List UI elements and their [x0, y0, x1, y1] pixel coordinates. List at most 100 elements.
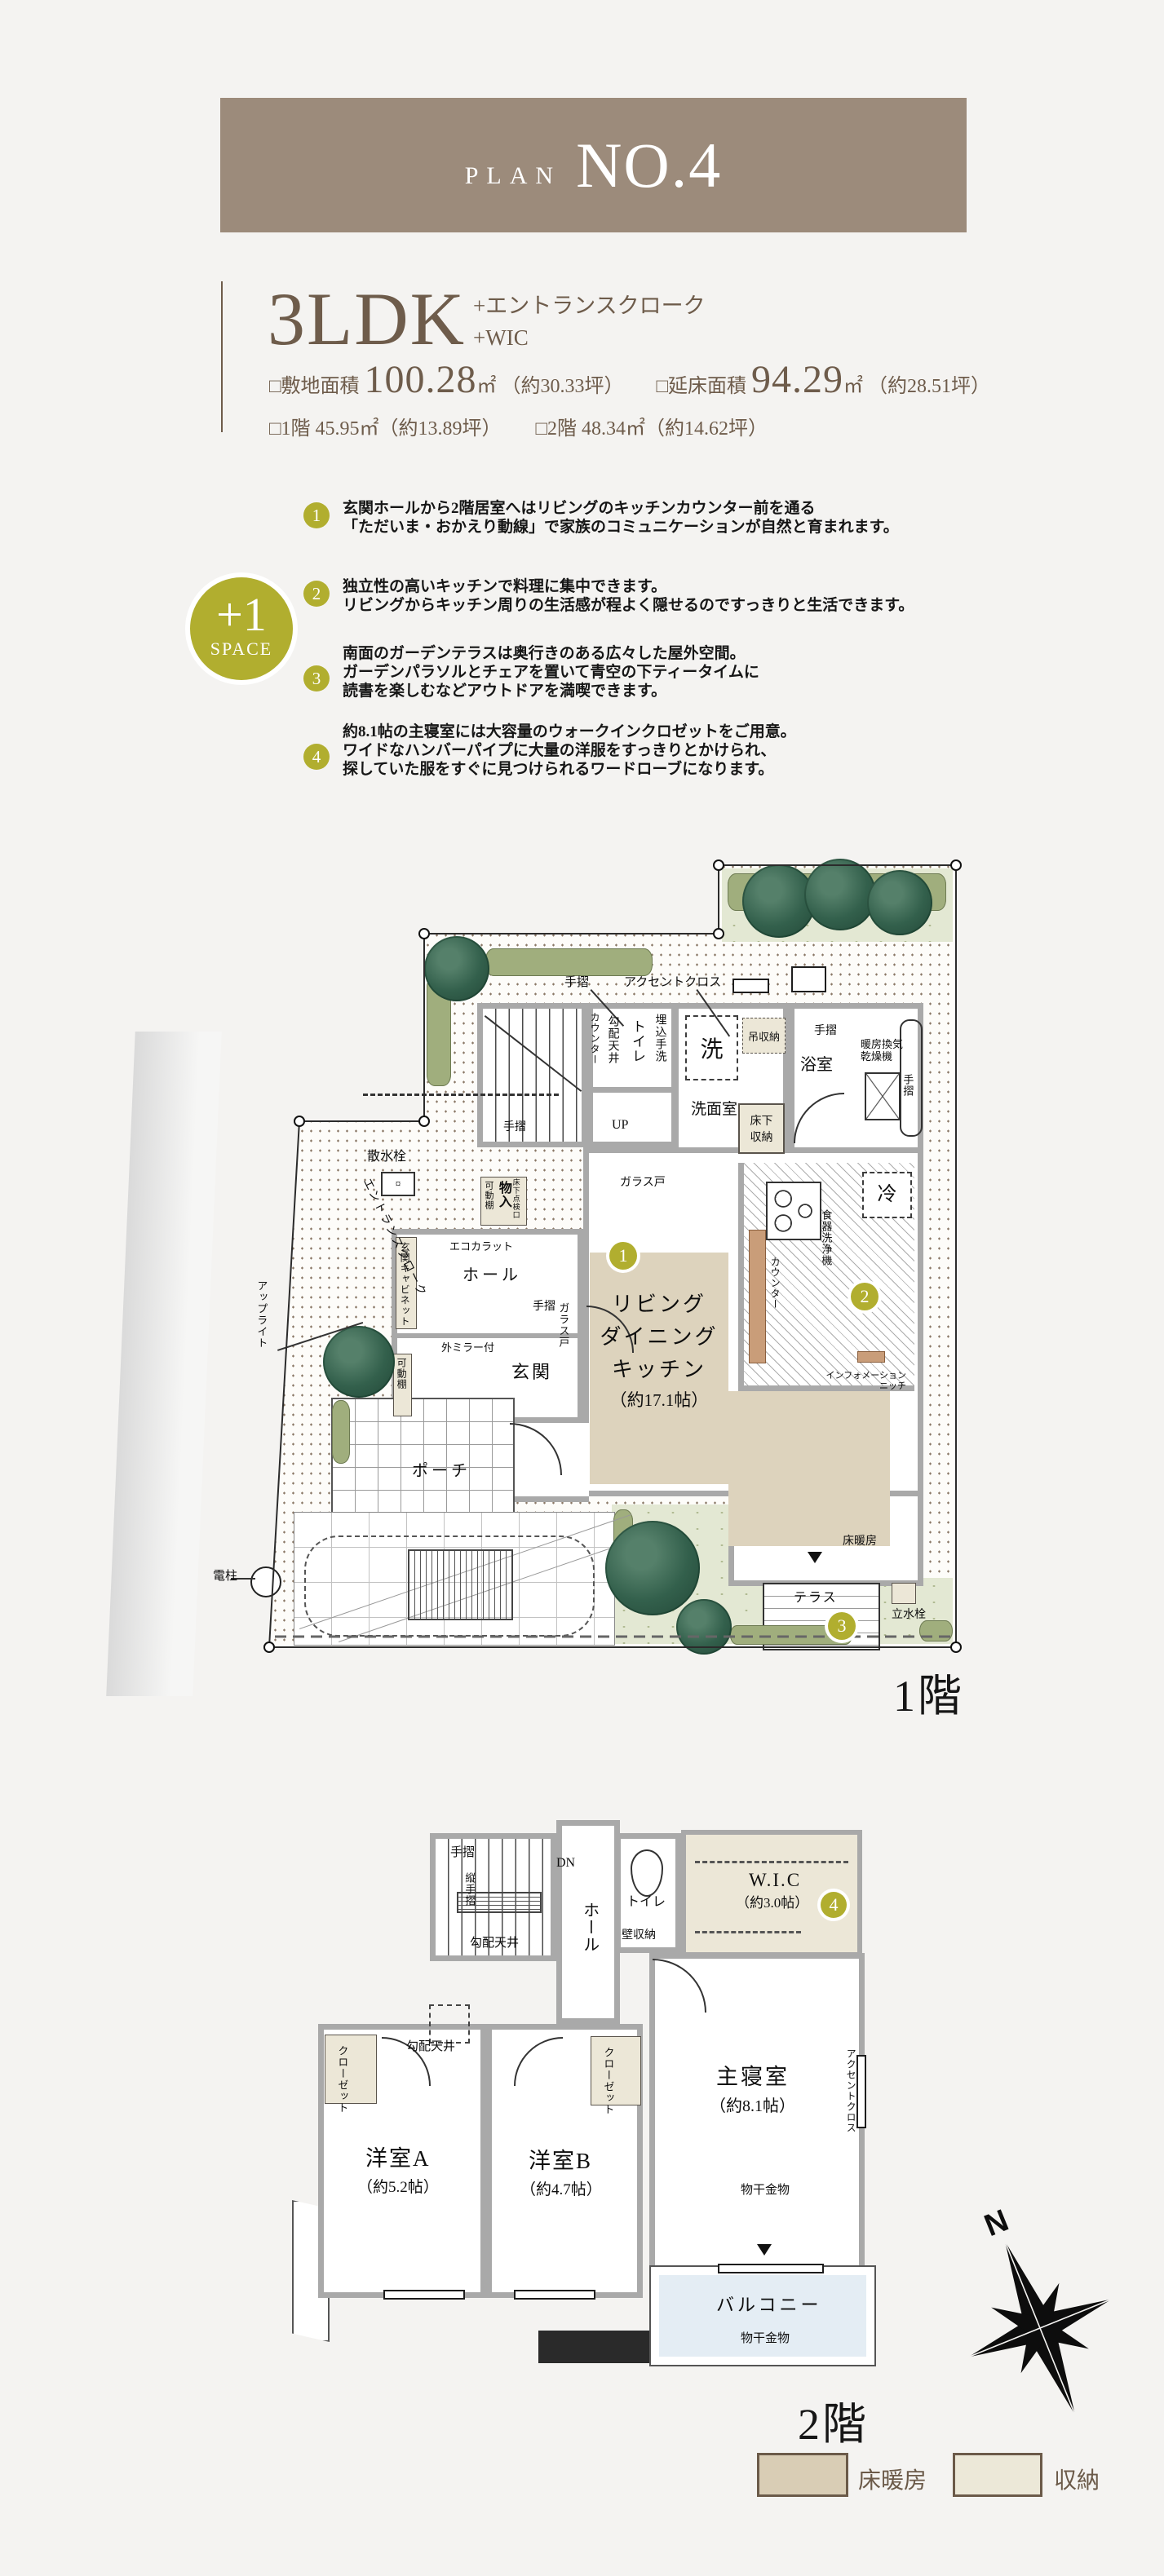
glass-door-label: ガラス戸 [557, 1302, 570, 1348]
entrance-label: 玄関 [511, 1362, 553, 1382]
up-label: UP [612, 1118, 629, 1132]
ldk-label-3: キッチン [611, 1358, 706, 1381]
floor2-title: 2階 [798, 2400, 869, 2449]
toilet-bowl [631, 1849, 663, 1897]
ldk-label-2: ダイニング [600, 1325, 719, 1349]
toilet-label: トイレ [630, 1019, 646, 1063]
heater-dryer-unit [865, 1072, 901, 1120]
floor1-area-value: 45.95㎡（約13.89坪） [315, 418, 502, 440]
closet-b-box [591, 2036, 641, 2105]
floor-area-unit: ㎡ [843, 376, 863, 397]
kitchen-counter-label: カウンター [769, 1257, 781, 1310]
floor-hatch-label: 床下点検口 [511, 1178, 520, 1219]
tree-icon [605, 1521, 700, 1615]
handrail-label: 手摺 [564, 976, 590, 989]
plus-one-space-badge: +1 SPACE [190, 577, 293, 680]
terrace-label: テラス [794, 1591, 838, 1605]
slope-ceiling-label: 勾配天井 [606, 1015, 619, 1064]
extra-wic: +WIC [473, 325, 529, 351]
layout-type: 3LDK [268, 277, 467, 360]
site-area-unit: ㎡ [476, 376, 497, 397]
floor1-title: 1階 [893, 1672, 964, 1721]
handrail-label: 手摺 [814, 1025, 837, 1037]
west-hedge-top [485, 948, 653, 976]
master-label: 主寝室 [716, 2065, 790, 2089]
approach-path-line [363, 1094, 559, 1096]
handrail-label: 手摺 [503, 1121, 526, 1133]
fridge-label: 冷 [877, 1184, 897, 1206]
balcony-label: バルコニー [716, 2295, 822, 2315]
porch [331, 1398, 515, 1524]
wic-size-label: （約3.0帖） [736, 1895, 809, 1911]
window [383, 2290, 465, 2300]
vertical-rail-label: 縦手摺 [463, 1872, 476, 1907]
entrance-block [392, 1229, 583, 1423]
ldk-label-1: リビング [611, 1292, 706, 1316]
survey-marker [713, 859, 724, 871]
stair-landing [457, 1892, 542, 1913]
tree-icon [804, 859, 876, 930]
tree-icon [323, 1326, 395, 1398]
stove [766, 1182, 821, 1240]
wall [738, 1163, 744, 1391]
drying-fixture-label: 物干金物 [741, 2184, 790, 2197]
toilet-label: トイレ [626, 1895, 666, 1909]
info-niche-label: インフォメーションニッチ [825, 1371, 906, 1391]
accent-cross-label: アクセントクロス [845, 2048, 857, 2133]
feature-2-text: 独立性の高いキッチンで料理に集中できます。 リビングからキッチン周りの生活感が程… [343, 578, 914, 614]
room-a-size-label: （約5.2帖） [357, 2179, 439, 2196]
survey-marker [294, 1116, 305, 1127]
storage-closet-label: 物入 [496, 1181, 511, 1208]
washer-label: 洗 [700, 1037, 724, 1063]
slope-ceiling-label: 勾配天井 [406, 2040, 456, 2053]
legend-storage-label: 収納 [1054, 2468, 1100, 2494]
lower-roof-shadow [538, 2331, 649, 2363]
compass-rose: N [967, 2203, 1113, 2415]
plan-number: NO.4 [576, 129, 723, 201]
master-size-label: （約8.1帖） [710, 2097, 795, 2115]
site-area-line: □敷地面積 100.28㎡ （約30.33坪） □延床面積 94.29㎡ （約2… [269, 357, 990, 402]
utility-pole-symbol [250, 1566, 281, 1597]
floor-area-value: 94.29 [751, 358, 843, 401]
hanger-pipe [695, 1931, 801, 1933]
drying-fixture-label: 物干金物 [741, 2332, 790, 2345]
tree-icon [867, 870, 932, 935]
utility-pole-label: 電柱 [213, 1570, 238, 1583]
balcony-door-marker [757, 2244, 772, 2256]
survey-marker [950, 1641, 962, 1653]
legend-floor-heating-swatch [757, 2453, 848, 2497]
plan-badge-1: 1 [609, 1242, 637, 1270]
survey-marker [713, 928, 724, 939]
wall [397, 1333, 578, 1338]
road-strip [106, 1032, 222, 1696]
room-b-size-label: （約4.7帖） [520, 2181, 602, 2198]
exterior-mirror-label: 外ミラー付 [441, 1341, 495, 1354]
hanging-storage-box: 吊収納 [742, 1018, 786, 1054]
room-b-label: 洋室B [529, 2149, 593, 2173]
feature-1-text: 玄関ホールから2階居室へはリビングのキッチンカウンター前を通る 「ただいま・おか… [343, 500, 899, 536]
floor2-plan: 手摺 DN 縦手摺 勾配天井 ホール トイレ 壁収納 W.I.C （約3.0帖）… [269, 1810, 922, 2430]
fridge-box: 冷 [862, 1172, 912, 1218]
hall-label: ホール [463, 1266, 521, 1284]
floor-heating-label: 床暖房 [843, 1535, 877, 1548]
handrail-label: 手摺 [533, 1301, 555, 1313]
plus-one-value: +1 [216, 588, 267, 641]
window [718, 2264, 824, 2273]
floor-area-label: □延床面積 [656, 376, 747, 397]
feature-4-badge: 4 [303, 744, 330, 770]
layout-extras: +エントランスクローク +WIC [473, 290, 706, 354]
floor-breakdown-line: □1階 45.95㎡（約13.89坪） □2階 48.34㎡（約14.62坪） [269, 412, 768, 440]
feature-4-text: 約8.1帖の主寝室には大容量のウォークインクロゼットをご用意。 ワイドなハンバー… [343, 723, 796, 778]
terrace-door-marker [808, 1552, 822, 1563]
handrail-label: 手摺 [450, 1846, 476, 1859]
leader-line [231, 1578, 255, 1580]
survey-marker [263, 1641, 275, 1653]
built-in-basin-label: 埋込手洗 [653, 1014, 666, 1063]
plan-label: PLAN [464, 161, 562, 189]
floor1-plan: 冷 ¤ 手摺 アクセントクロス カウンター 勾配天井 トイレ 埋込手洗 洗 吊収… [208, 852, 963, 1655]
ldk-size-label: （約17.1帖） [609, 1390, 709, 1410]
stairs-room [477, 1003, 587, 1147]
washroom-label: 洗面室 [691, 1101, 738, 1118]
washer-box: 洗 [685, 1015, 738, 1080]
plan-badge-2: 2 [851, 1283, 879, 1310]
